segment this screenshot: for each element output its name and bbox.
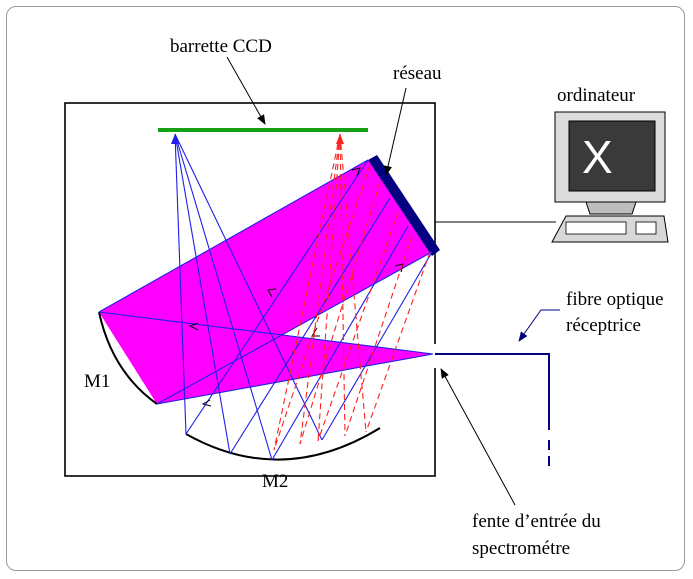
keyboard-keys <box>565 221 627 235</box>
computer-label: ordinateur <box>557 85 636 106</box>
mirror-m2-label: M2 <box>262 471 288 492</box>
ccd-pointer-arrow <box>226 56 266 125</box>
optical-fiber <box>435 353 550 430</box>
grating <box>368 155 440 256</box>
entrance-slit-gap <box>431 344 439 368</box>
screen-x-glyph: X <box>582 131 613 183</box>
mirror-m1-label: M1 <box>84 371 110 392</box>
slit-label-line2: spectrométre <box>472 538 570 559</box>
spectrometer-housing <box>64 102 436 477</box>
ccd-label: barrette CCD <box>170 36 272 57</box>
slit-label-line1: fente d’entrée du <box>472 511 601 532</box>
keyboard-numpad <box>635 221 657 235</box>
fiber-label-line2: réceptrice <box>566 315 641 336</box>
ccd-arrowhead-blue <box>171 134 179 144</box>
red-dashed-rays <box>273 133 431 451</box>
monitor-stand <box>585 201 637 215</box>
monitor-screen <box>568 120 656 192</box>
computer: X <box>551 111 669 243</box>
mirror-m1 <box>98 311 158 405</box>
grating-pointer-arrow <box>384 87 407 176</box>
mirror-m2 <box>185 427 381 461</box>
grating-label: réseau <box>393 63 442 84</box>
slit-pointer-arrow <box>440 368 516 506</box>
fiber-pointer-arrow <box>518 309 560 342</box>
ray-direction-arrows <box>188 167 404 407</box>
blue-rays <box>98 133 434 461</box>
fiber-label-line1: fibre optique <box>566 289 664 310</box>
ccd-arrowhead-red <box>336 134 344 144</box>
